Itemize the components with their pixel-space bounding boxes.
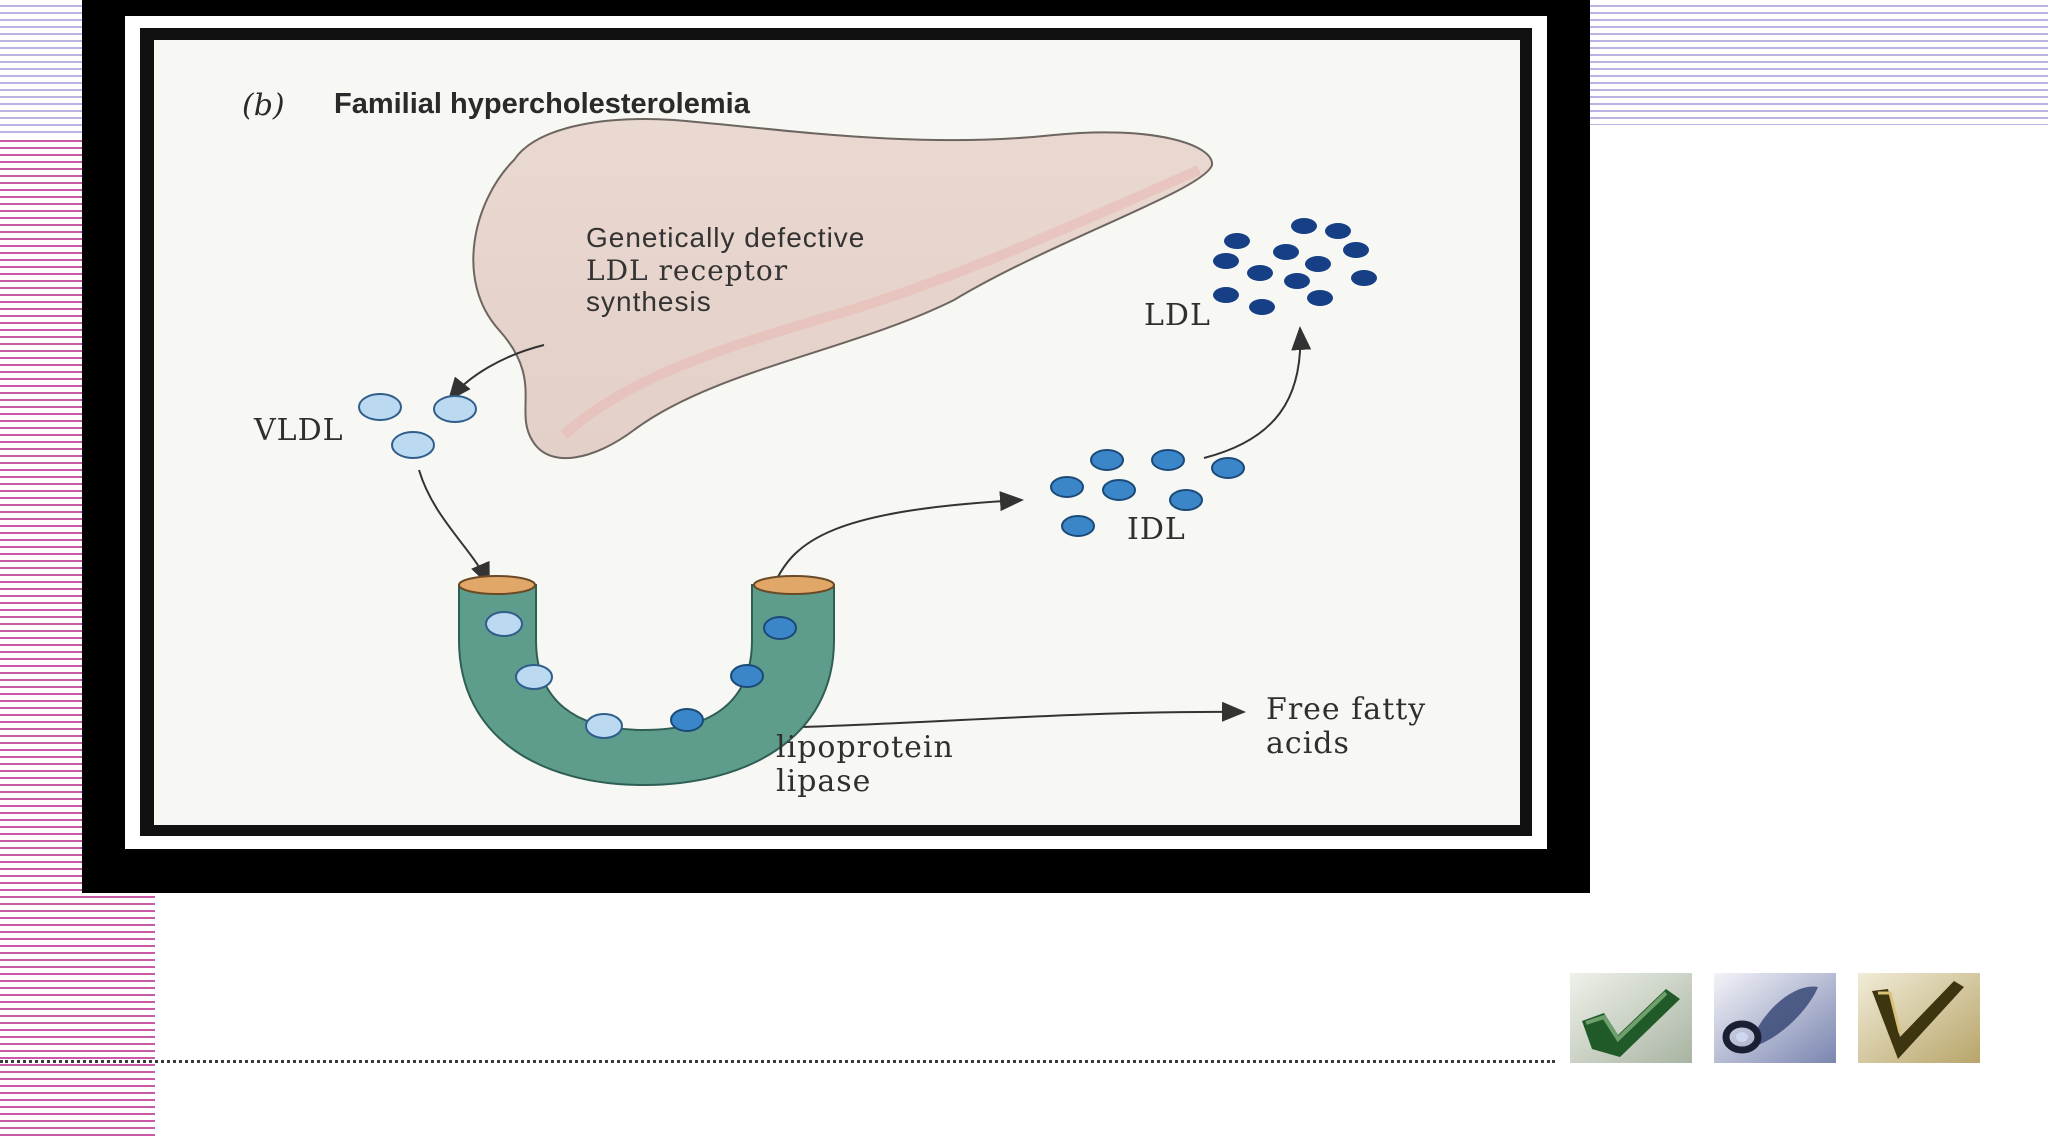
idl-particle	[1211, 457, 1245, 479]
idl-particle	[1090, 449, 1124, 471]
top-left-stripes	[0, 0, 82, 135]
diagram-graphics	[358, 118, 1377, 787]
top-right-stripes	[1585, 0, 2048, 125]
ldl-particle	[1249, 299, 1275, 315]
idl-particle	[1151, 449, 1185, 471]
ldl-particle	[1351, 270, 1377, 286]
idl-particle	[1169, 489, 1203, 511]
footer-divider	[0, 1060, 1555, 1063]
ldl-particle	[1213, 287, 1239, 303]
vessel-opening-left	[458, 575, 536, 595]
liver-caption: Genetically defective LDL receptor synth…	[586, 222, 866, 317]
diagram-canvas: (b) Familial hypercholesterolemia Geneti…	[154, 40, 1520, 825]
green-check-icon	[1570, 973, 1692, 1063]
vldl-particle	[433, 395, 477, 423]
ldl-particle	[1273, 244, 1299, 260]
arrow-liver-to-vldl	[447, 344, 545, 402]
liver-caption-line-1: Genetically defective	[586, 222, 866, 253]
arrow-vldl-to-vessel	[418, 469, 490, 587]
ldl-particle	[1247, 265, 1273, 281]
ldl-label: LDL	[1144, 298, 1211, 333]
idl-particle	[1061, 515, 1095, 537]
vessel-particle	[485, 611, 523, 637]
liver-caption-line-2: LDL receptor	[586, 253, 789, 287]
vessel-opening-right	[753, 575, 835, 595]
lipoprotein-lipase-line-1: lipoprotein	[776, 730, 954, 765]
ring-button[interactable]	[1714, 973, 1836, 1063]
arrow-vessel-to-idl	[773, 491, 1024, 586]
vldl-particle	[391, 431, 435, 459]
idl-particle	[1050, 476, 1084, 498]
figure-tag: (b)	[242, 88, 285, 123]
vldl-label: VLDL	[254, 413, 344, 448]
liver-caption-line-3: synthesis	[586, 285, 712, 317]
arrow-idl-to-ldl	[1203, 326, 1312, 459]
ldl-particle	[1213, 253, 1239, 269]
check-button[interactable]	[1570, 973, 1692, 1063]
v-button[interactable]	[1858, 973, 1980, 1063]
vessel-particle	[763, 616, 797, 640]
ldl-particle	[1305, 256, 1331, 272]
ldl-particle	[1325, 223, 1351, 239]
ldl-particle	[1307, 290, 1333, 306]
vessel-particle	[585, 713, 623, 739]
ldl-particle	[1284, 273, 1310, 289]
idl-particle	[1102, 479, 1136, 501]
vldl-particle	[358, 393, 402, 421]
free-fatty-acids-line-2: acids	[1266, 726, 1350, 761]
blue-ring-icon	[1714, 973, 1836, 1063]
figure-title: Familial hypercholesterolemia	[334, 88, 750, 120]
ldl-particle	[1291, 218, 1317, 234]
ldl-particle	[1224, 233, 1250, 249]
vessel-particle	[515, 664, 553, 690]
vessel-particle	[670, 708, 704, 732]
vessel-particle	[730, 664, 764, 688]
lipoprotein-lipase-line-2: lipase	[776, 764, 872, 799]
gold-v-icon	[1858, 973, 1980, 1063]
ldl-particle	[1343, 242, 1369, 258]
idl-label: IDL	[1127, 512, 1186, 547]
free-fatty-acids-line-1: Free fatty	[1266, 692, 1427, 727]
